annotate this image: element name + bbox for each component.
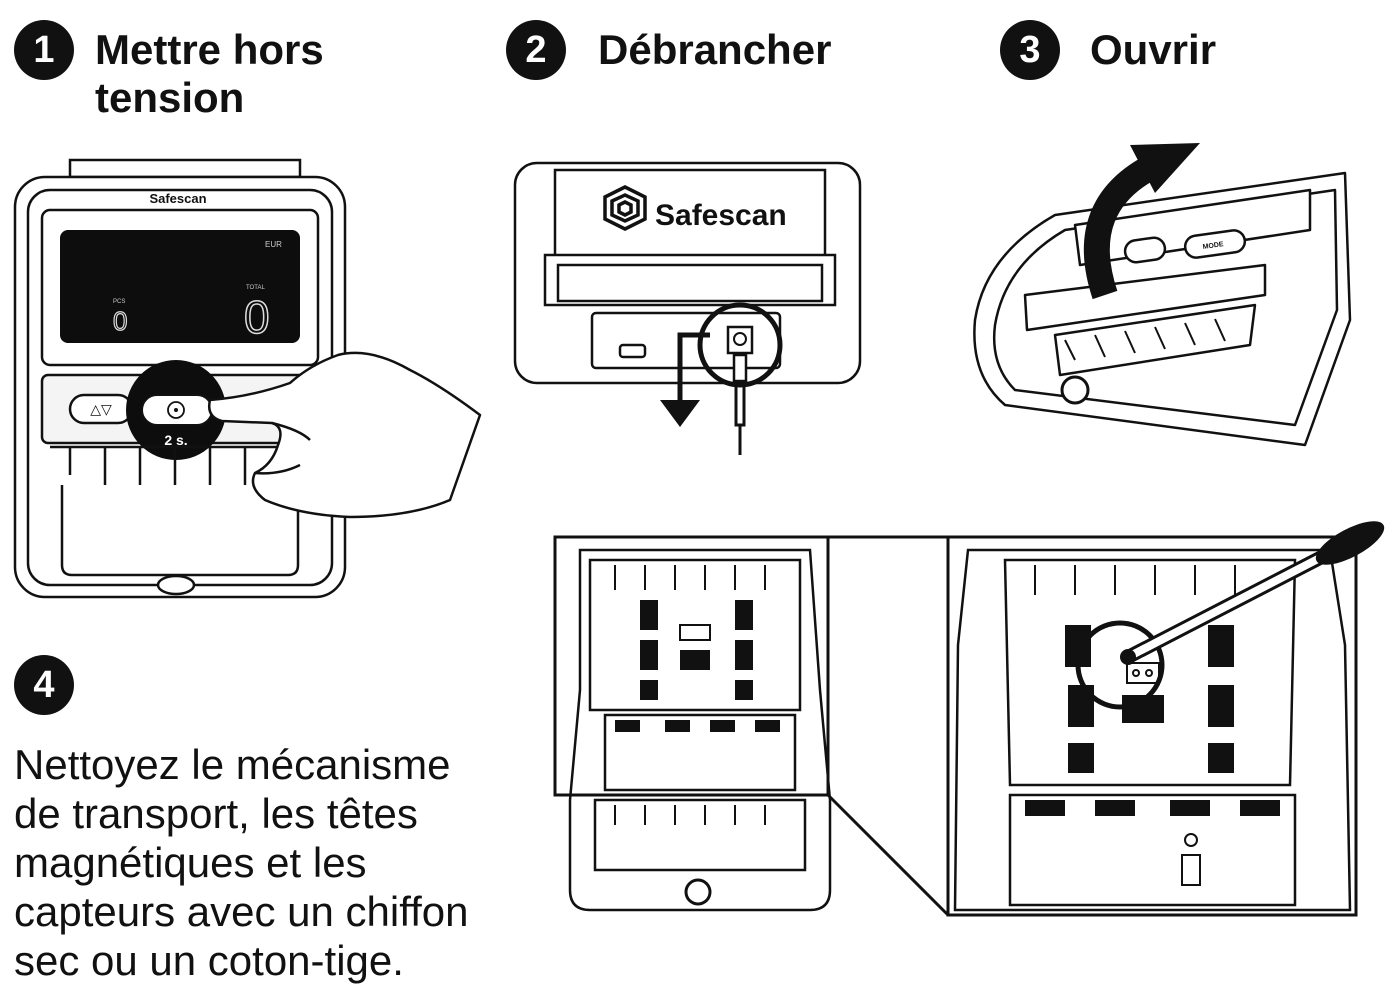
step-3-badge: 3 (1000, 20, 1060, 80)
lcd-total-label: TOTAL (246, 285, 265, 291)
back-brand-text: Safescan (655, 199, 787, 232)
hand-illustration (208, 351, 482, 519)
step-2-badge: 2 (506, 20, 566, 80)
step-3-title: Ouvrir (1090, 26, 1217, 73)
top-logo-icon (1060, 375, 1090, 405)
cotton-swab-icon (1120, 521, 1385, 665)
curved-arrow-icon (1083, 143, 1200, 300)
mechanism-overview-illustration (568, 548, 832, 912)
sensor-highlight-circle (1075, 620, 1165, 710)
step-4-badge: 4 (14, 655, 74, 715)
instruction-line-3: magnétiques et les (14, 839, 367, 886)
instruction-line-1: Nettoyez le mécanisme (14, 741, 451, 788)
front-logo-icon (156, 574, 196, 596)
cleaning-zoom-illustration (953, 521, 1385, 912)
power-icon (167, 401, 185, 419)
device-front-illustration: Safescan EUR PCS TOTAL 0 0 △▽ 2 s. (13, 158, 482, 599)
instruction-line-4: capteurs avec un chiffon (14, 888, 469, 935)
hold-time-label: 2 s. (164, 432, 187, 448)
arrow-buttons-label: △▽ (90, 401, 112, 417)
plug-highlight-circle (697, 302, 783, 388)
instruction-line-2: de transport, les têtes (14, 790, 418, 837)
step-1-title-line1: Mettre hors (95, 26, 324, 73)
lcd-pcs-label: PCS (113, 299, 125, 305)
step-2-title: Débrancher (598, 26, 832, 73)
lcd-total-value: 0 (244, 291, 270, 343)
device-back-illustration: Safescan (513, 161, 862, 455)
step-1-title-line2: tension (95, 74, 245, 121)
overview-logo-icon (684, 878, 712, 906)
power-cable (734, 381, 746, 455)
lcd-pcs-value: 0 (113, 306, 127, 336)
step-1-title: Mettre hors tension (95, 26, 324, 122)
step-4-instruction: Nettoyez le mécanisme de transport, les … (14, 740, 534, 985)
instruction-line-5: sec ou un coton-tige. (14, 937, 404, 984)
mode-button-label: MODE (1202, 241, 1224, 251)
front-brand-text: Safescan (149, 191, 206, 206)
lcd-display (60, 230, 300, 343)
zoom-frame (553, 535, 1358, 917)
step-1-badge: 1 (14, 20, 74, 80)
safescan-logo-icon (603, 185, 647, 231)
device-open-illustration: MODE (973, 143, 1352, 447)
down-arrow-icon (660, 332, 710, 427)
lcd-currency: EUR (265, 240, 282, 249)
